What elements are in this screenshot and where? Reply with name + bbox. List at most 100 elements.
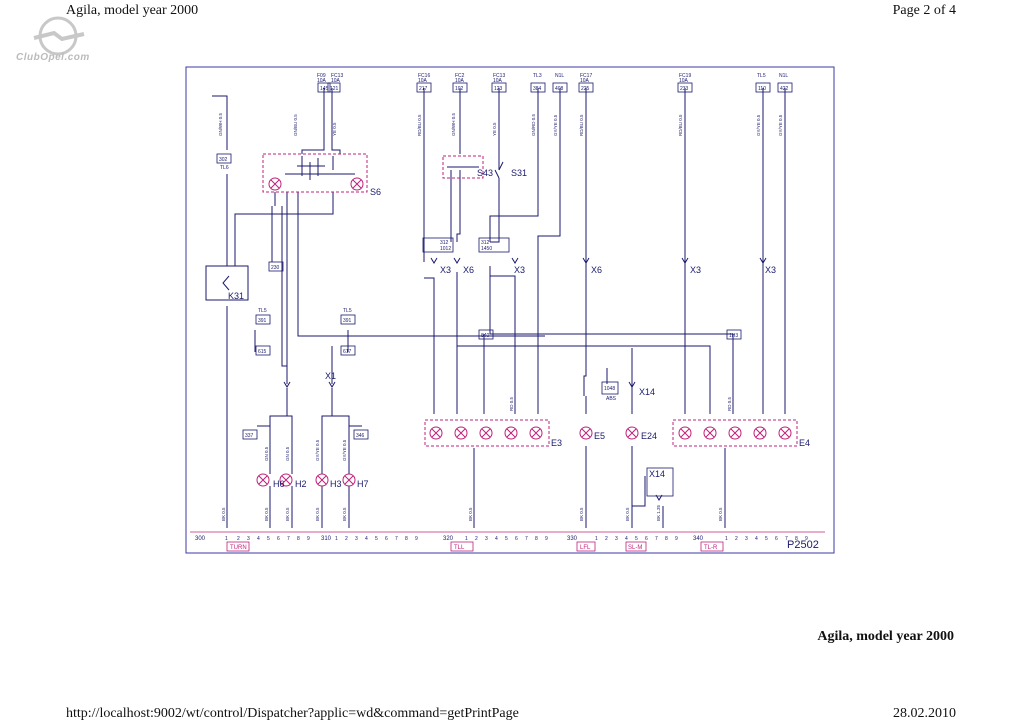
ground-num-310: 310 — [321, 536, 332, 542]
svg-text:ABS: ABS — [606, 396, 617, 402]
svg-text:2: 2 — [345, 536, 348, 542]
svg-text:TL5: TL5 — [258, 308, 267, 314]
svg-text:RD 0.5: RD 0.5 — [727, 396, 732, 411]
left-wiring — [212, 88, 545, 528]
svg-text:5: 5 — [505, 536, 508, 542]
svg-text:5: 5 — [375, 536, 378, 542]
footer-url: http://localhost:9002/wt/control/Dispatc… — [66, 706, 519, 721]
svg-text:GN/WH 0.5: GN/WH 0.5 — [218, 112, 223, 136]
svg-text:YE 0.5: YE 0.5 — [492, 122, 497, 136]
connector-x3a-label: X3 — [440, 265, 451, 275]
svg-text:4: 4 — [257, 536, 260, 542]
svg-text:10A: 10A — [418, 78, 428, 84]
svg-text:6: 6 — [385, 536, 388, 542]
svg-text:5: 5 — [765, 536, 768, 542]
footer-date: 28.02.2010 — [893, 706, 956, 721]
switch-s43-label: S43 — [477, 168, 493, 178]
svg-text:GY/YE 0.5: GY/YE 0.5 — [778, 114, 783, 136]
svg-text:8: 8 — [297, 536, 300, 542]
svg-text:10A: 10A — [679, 78, 689, 84]
svg-text:408: 408 — [555, 86, 564, 92]
fuse-fc13b: FC13 — [493, 73, 505, 79]
svg-text:233: 233 — [680, 86, 689, 92]
svg-text:3: 3 — [485, 536, 488, 542]
ground-num-340: 340 — [693, 536, 704, 542]
lamp-h7-label: H7 — [357, 479, 369, 489]
svg-text:GN 0.5: GN 0.5 — [285, 446, 290, 461]
svg-text:384: 384 — [533, 86, 542, 92]
svg-text:6: 6 — [515, 536, 518, 542]
svg-text:1: 1 — [725, 536, 728, 542]
connector-x3c-label: X3 — [690, 265, 701, 275]
svg-text:9: 9 — [805, 536, 808, 542]
svg-text:4: 4 — [755, 536, 758, 542]
right-wiring — [423, 88, 786, 528]
svg-text:TL5: TL5 — [343, 308, 352, 314]
label-302: 302 — [219, 157, 228, 163]
diagram-frame — [185, 66, 835, 554]
svg-text:RD/BU 0.5: RD/BU 0.5 — [678, 114, 683, 136]
svg-text:BK 0.5: BK 0.5 — [315, 507, 320, 521]
connector-x3b-label: X3 — [514, 265, 525, 275]
fuse-n1l: N1L — [555, 73, 564, 79]
lamp-e24-label: E24 — [641, 431, 657, 441]
svg-text:GY/YE 0.5: GY/YE 0.5 — [756, 114, 761, 136]
fuse-f09: F09 — [317, 73, 326, 79]
ground-label-tl-r: TL-R — [704, 545, 718, 551]
switch-s43-box — [442, 155, 484, 179]
svg-text:4: 4 — [625, 536, 628, 542]
fuse-fc2: FC2 — [455, 73, 465, 79]
svg-text:4: 4 — [495, 536, 498, 542]
connector-x3d-label: X3 — [765, 265, 776, 275]
svg-text:7: 7 — [655, 536, 658, 542]
svg-text:7: 7 — [785, 536, 788, 542]
svg-text:GY/YE 0.5: GY/YE 0.5 — [342, 439, 347, 461]
label-1h3: 1H3 — [729, 333, 738, 339]
footer-title: Agila, model year 2000 — [817, 629, 954, 644]
label-346: 346 — [356, 433, 365, 439]
fuse-fc13: FC13 — [331, 73, 343, 79]
switch-s31-label: S31 — [511, 168, 527, 178]
svg-text:7: 7 — [395, 536, 398, 542]
svg-text:5: 5 — [635, 536, 638, 542]
svg-text:102: 102 — [455, 86, 464, 92]
logo-text: ClubOpel.com — [16, 52, 90, 63]
fuse-fc17: FC17 — [580, 73, 592, 79]
svg-text:BK 0.5: BK 0.5 — [285, 507, 290, 521]
svg-text:8: 8 — [665, 536, 668, 542]
svg-text:422: 422 — [780, 86, 789, 92]
label-840: 840 — [481, 333, 490, 339]
svg-text:2: 2 — [475, 536, 478, 542]
fuse-n1l-b: N1L — [779, 73, 788, 79]
ground-num-320: 320 — [443, 536, 454, 542]
svg-text:GN/RD 0.5: GN/RD 0.5 — [531, 113, 536, 136]
svg-text:BK 0.5: BK 0.5 — [625, 507, 630, 521]
lamp-e4-label: E4 — [799, 438, 810, 448]
connector-x6a-label: X6 — [463, 265, 474, 275]
svg-text:RD 0.5: RD 0.5 — [509, 396, 514, 411]
switch-s6-box — [262, 153, 368, 193]
svg-text:GY/YE 0.5: GY/YE 0.5 — [553, 114, 558, 136]
connector-x1-label: X1 — [325, 371, 336, 381]
connector-x14a-label: X14 — [639, 387, 655, 397]
connector-x14b-label: X14 — [649, 469, 665, 479]
svg-text:1450: 1450 — [481, 246, 492, 252]
svg-text:145: 145 — [320, 86, 329, 92]
svg-text:217: 217 — [419, 86, 428, 92]
label-230: 230 — [271, 265, 280, 271]
label-312b: 312 — [481, 240, 490, 246]
svg-text:9: 9 — [675, 536, 678, 542]
fuse-tl5: TL5 — [757, 73, 766, 79]
lamp-e3-label: E3 — [551, 438, 562, 448]
svg-text:7: 7 — [287, 536, 290, 542]
svg-text:7: 7 — [525, 536, 528, 542]
fuse-fc16: FC16 — [418, 73, 430, 79]
ground-label-lfl: LFL — [580, 545, 591, 551]
svg-text:10A: 10A — [317, 78, 327, 84]
svg-text:8: 8 — [795, 536, 798, 542]
svg-text:3: 3 — [745, 536, 748, 542]
svg-text:8: 8 — [405, 536, 408, 542]
svg-text:BK 0.5: BK 0.5 — [221, 507, 226, 521]
svg-text:4: 4 — [365, 536, 368, 542]
